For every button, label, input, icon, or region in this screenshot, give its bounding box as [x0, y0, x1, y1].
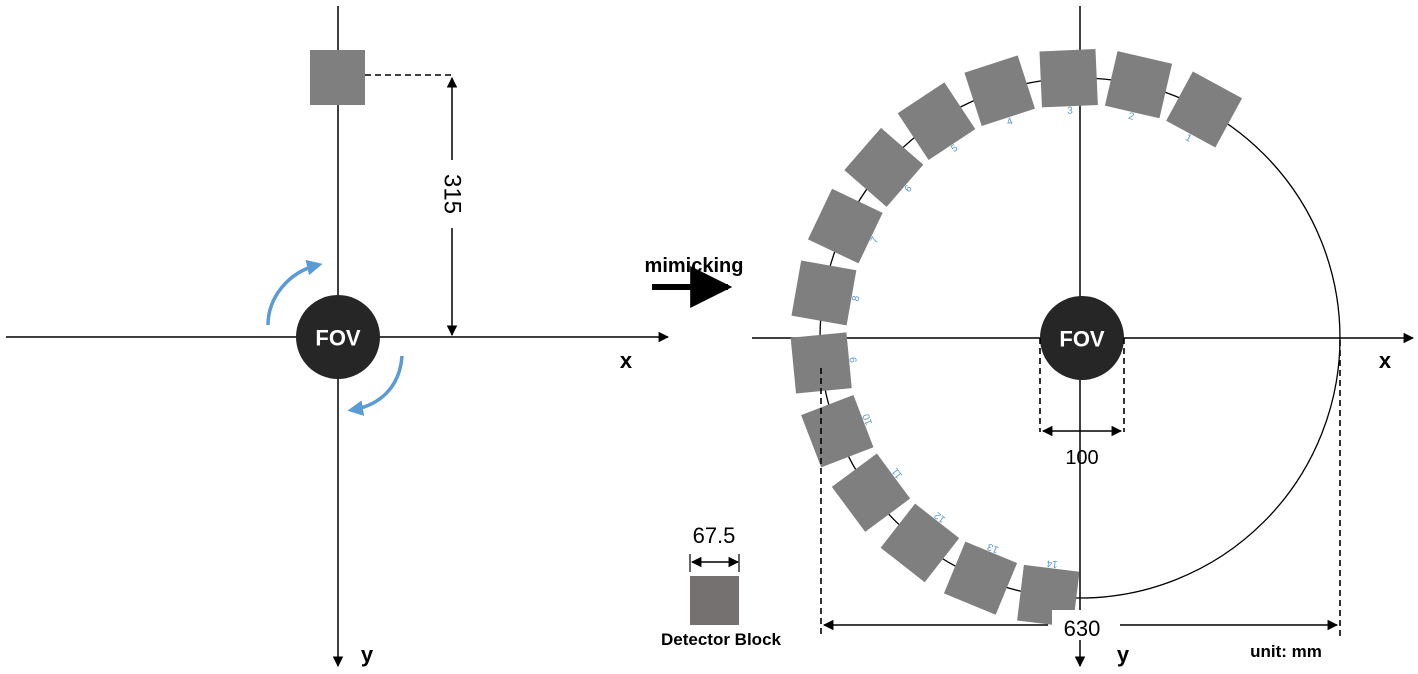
detector-block-4	[964, 55, 1035, 126]
detector-block-12	[880, 503, 960, 583]
left-rotation-arrow-upper	[266, 259, 323, 326]
left-rotation-arrow-lower	[347, 355, 404, 416]
detector-block-ring	[790, 49, 1243, 628]
legend-detector-block	[690, 576, 739, 625]
detector-block-number-4: 4	[1006, 116, 1015, 128]
diameter-label-backdrop	[1052, 610, 1116, 640]
diameter-label: 630	[1064, 616, 1101, 641]
mimicking-label: mimicking	[645, 255, 744, 277]
detector-block-number-6: 6	[903, 183, 915, 195]
detector-block-5	[897, 82, 976, 161]
detector-block-number-8: 8	[851, 294, 863, 302]
legend-caption: Detector Block	[661, 630, 782, 649]
detector-block-13	[943, 541, 1018, 615]
detector-block-11	[831, 453, 911, 532]
left-fov-circle	[296, 295, 380, 379]
left-panel: 315 FOV x y	[6, 6, 670, 668]
detector-block-6	[844, 127, 924, 207]
detector-block-7	[807, 188, 883, 264]
detector-block-1	[1166, 71, 1243, 148]
detector-block-9	[790, 332, 852, 394]
left-distance-label: 315	[439, 174, 466, 214]
detector-block-number-2: 2	[1127, 111, 1135, 123]
legend: 67.5 Detector Block	[661, 523, 782, 649]
detector-block-10	[801, 395, 874, 468]
left-fov-label: FOV	[315, 326, 361, 351]
detector-block-3	[1039, 49, 1098, 108]
left-x-axis-label: x	[620, 348, 633, 373]
detector-block-number-9: 9	[848, 356, 860, 363]
right-fov-circle	[1040, 296, 1124, 380]
detector-block-number-13: 13	[985, 540, 1000, 555]
right-x-axis-label: x	[1379, 348, 1392, 373]
detector-block-number-3: 3	[1067, 106, 1073, 117]
fov-width-label: 100	[1065, 447, 1098, 469]
left-y-axis-label: y	[361, 642, 374, 667]
detector-block-2	[1104, 51, 1173, 119]
left-detector-block	[310, 50, 365, 105]
right-y-axis-label: y	[1117, 642, 1130, 667]
detector-block-number-10: 10	[861, 412, 875, 427]
detector-block-number-14: 14	[1046, 557, 1059, 569]
right-fov-label: FOV	[1059, 327, 1105, 352]
mimicking-group: mimicking	[645, 255, 744, 308]
unit-label: unit: mm	[1250, 642, 1322, 661]
detector-block-8	[791, 260, 857, 326]
detector-block-number-5: 5	[949, 142, 960, 154]
detector-block-number-1: 1	[1183, 132, 1194, 145]
detector-block-number-7: 7	[869, 235, 882, 245]
legend-size-label: 67.5	[693, 523, 736, 548]
